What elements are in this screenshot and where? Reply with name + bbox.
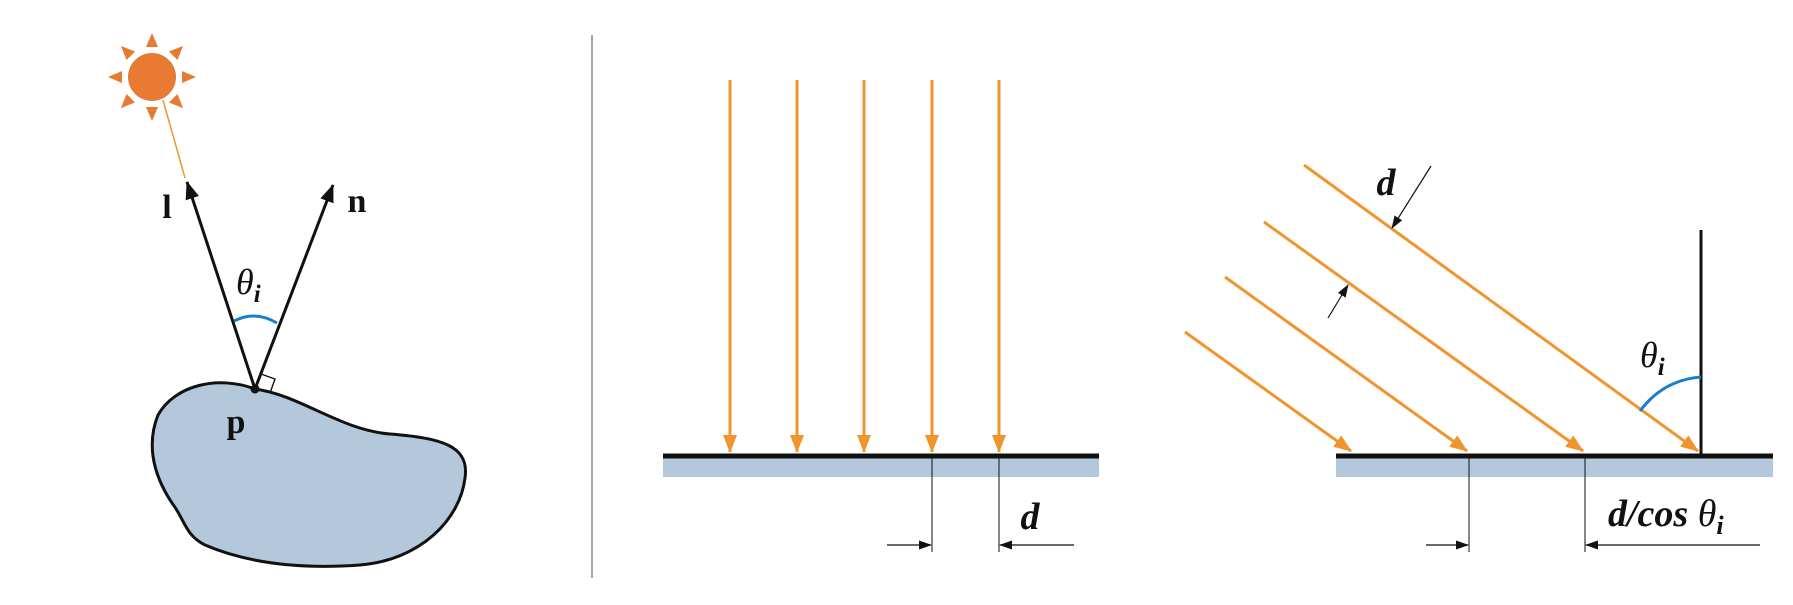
projected-spacing-symbol: θ xyxy=(1698,493,1717,535)
oblique-light-ray-3 xyxy=(1224,275,1468,453)
point-p-label: p xyxy=(227,404,246,441)
incidence-angle-subscript: i xyxy=(254,281,261,308)
right-surface xyxy=(1336,456,1773,477)
oblique-light-ray-1 xyxy=(1303,163,1699,453)
middle-surface xyxy=(663,456,1099,477)
angle-arc xyxy=(233,314,278,325)
right-incidence-angle-label: θi xyxy=(1640,335,1665,381)
right-panel: d θi d/cos θi xyxy=(1184,162,1773,552)
object-surface xyxy=(150,381,468,568)
oblique-light-ray-4 xyxy=(1184,330,1352,453)
oblique-light-ray-2 xyxy=(1263,220,1584,453)
projected-spacing-subscript: i xyxy=(1716,511,1724,540)
projected-spacing-label: d/cos θi xyxy=(1608,493,1724,540)
right-incidence-angle-subscript: i xyxy=(1658,354,1665,381)
perpendicular-spacing-arrow-upper xyxy=(1391,165,1432,229)
right-angle-marker xyxy=(260,373,276,394)
middle-spacing-label: d xyxy=(1021,496,1041,538)
sun-ray-line xyxy=(162,99,186,179)
sun-icon xyxy=(108,33,196,121)
incidence-angle-symbol: θ xyxy=(236,262,254,302)
perpendicular-spacing-arrow-lower xyxy=(1327,284,1349,319)
point-p-dot xyxy=(250,384,260,394)
right-angle-arc xyxy=(1638,375,1702,412)
projected-spacing-prefix: d/cos xyxy=(1608,493,1698,535)
normal-vector-label: n xyxy=(348,183,367,220)
normal-vector-arrow xyxy=(253,184,335,390)
incidence-angle-label: θi xyxy=(236,262,261,308)
middle-panel: d xyxy=(663,80,1099,552)
light-vector-label: l xyxy=(162,189,171,226)
left-panel: l n θi p xyxy=(108,33,468,568)
light-vector-arrow xyxy=(185,181,257,390)
right-incidence-angle-symbol: θ xyxy=(1640,335,1658,375)
right-spacing-label: d xyxy=(1377,162,1397,204)
